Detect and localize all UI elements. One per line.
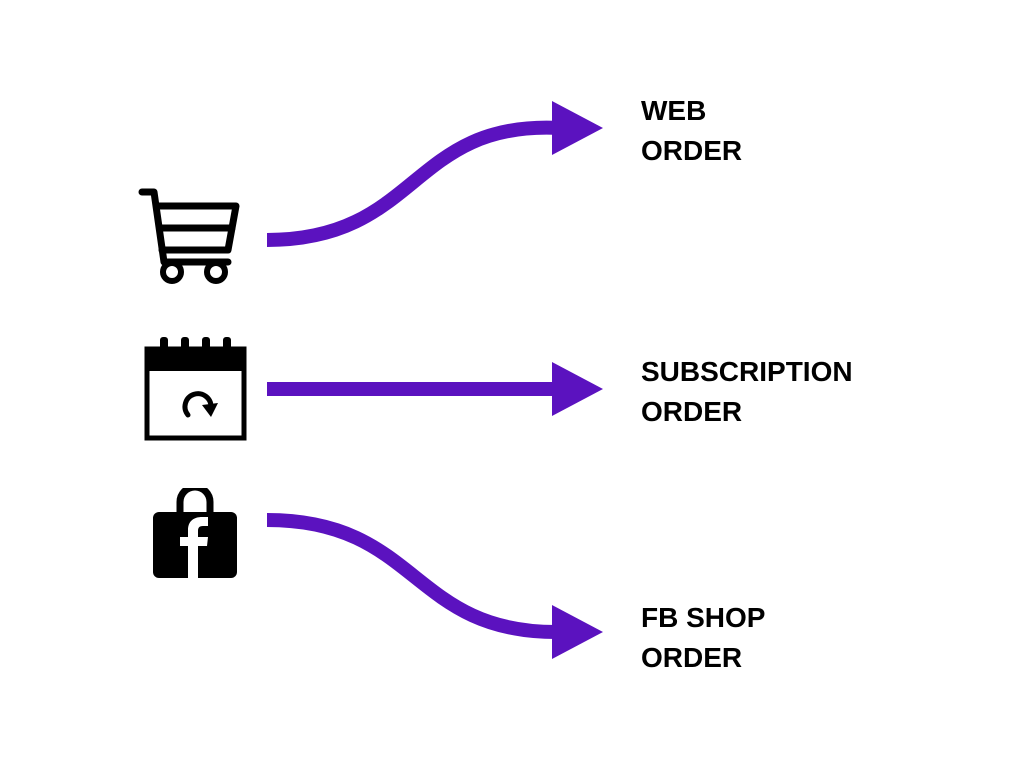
subscription-order-label-line-2: ORDER [641, 396, 743, 427]
web-order-label-line-1: WEB [641, 95, 707, 126]
shopping-cart-icon [138, 188, 240, 284]
arrow-web-order-head [552, 101, 603, 155]
subscription-order-label-line-1: SUBSCRIPTION [641, 356, 853, 387]
web-order-label: WEB ORDER [641, 91, 742, 171]
subscription-order-label: SUBSCRIPTION ORDER [641, 352, 853, 432]
fb-shop-order-label-line-2: ORDER [641, 642, 743, 673]
facebook-shop-bag-icon [153, 488, 237, 578]
arrow-subscription-order-head [552, 362, 603, 416]
arrow-fb-shop-order [266, 513, 561, 640]
arrow-web-order [266, 120, 561, 247]
arrow-fb-shop-order-head [552, 605, 603, 659]
fb-shop-order-label-line-1: FB SHOP [641, 602, 766, 633]
subscription-calendar-icon [144, 337, 247, 441]
web-order-label-line-2: ORDER [641, 135, 743, 166]
fb-shop-order-label: FB SHOP ORDER [641, 598, 765, 678]
